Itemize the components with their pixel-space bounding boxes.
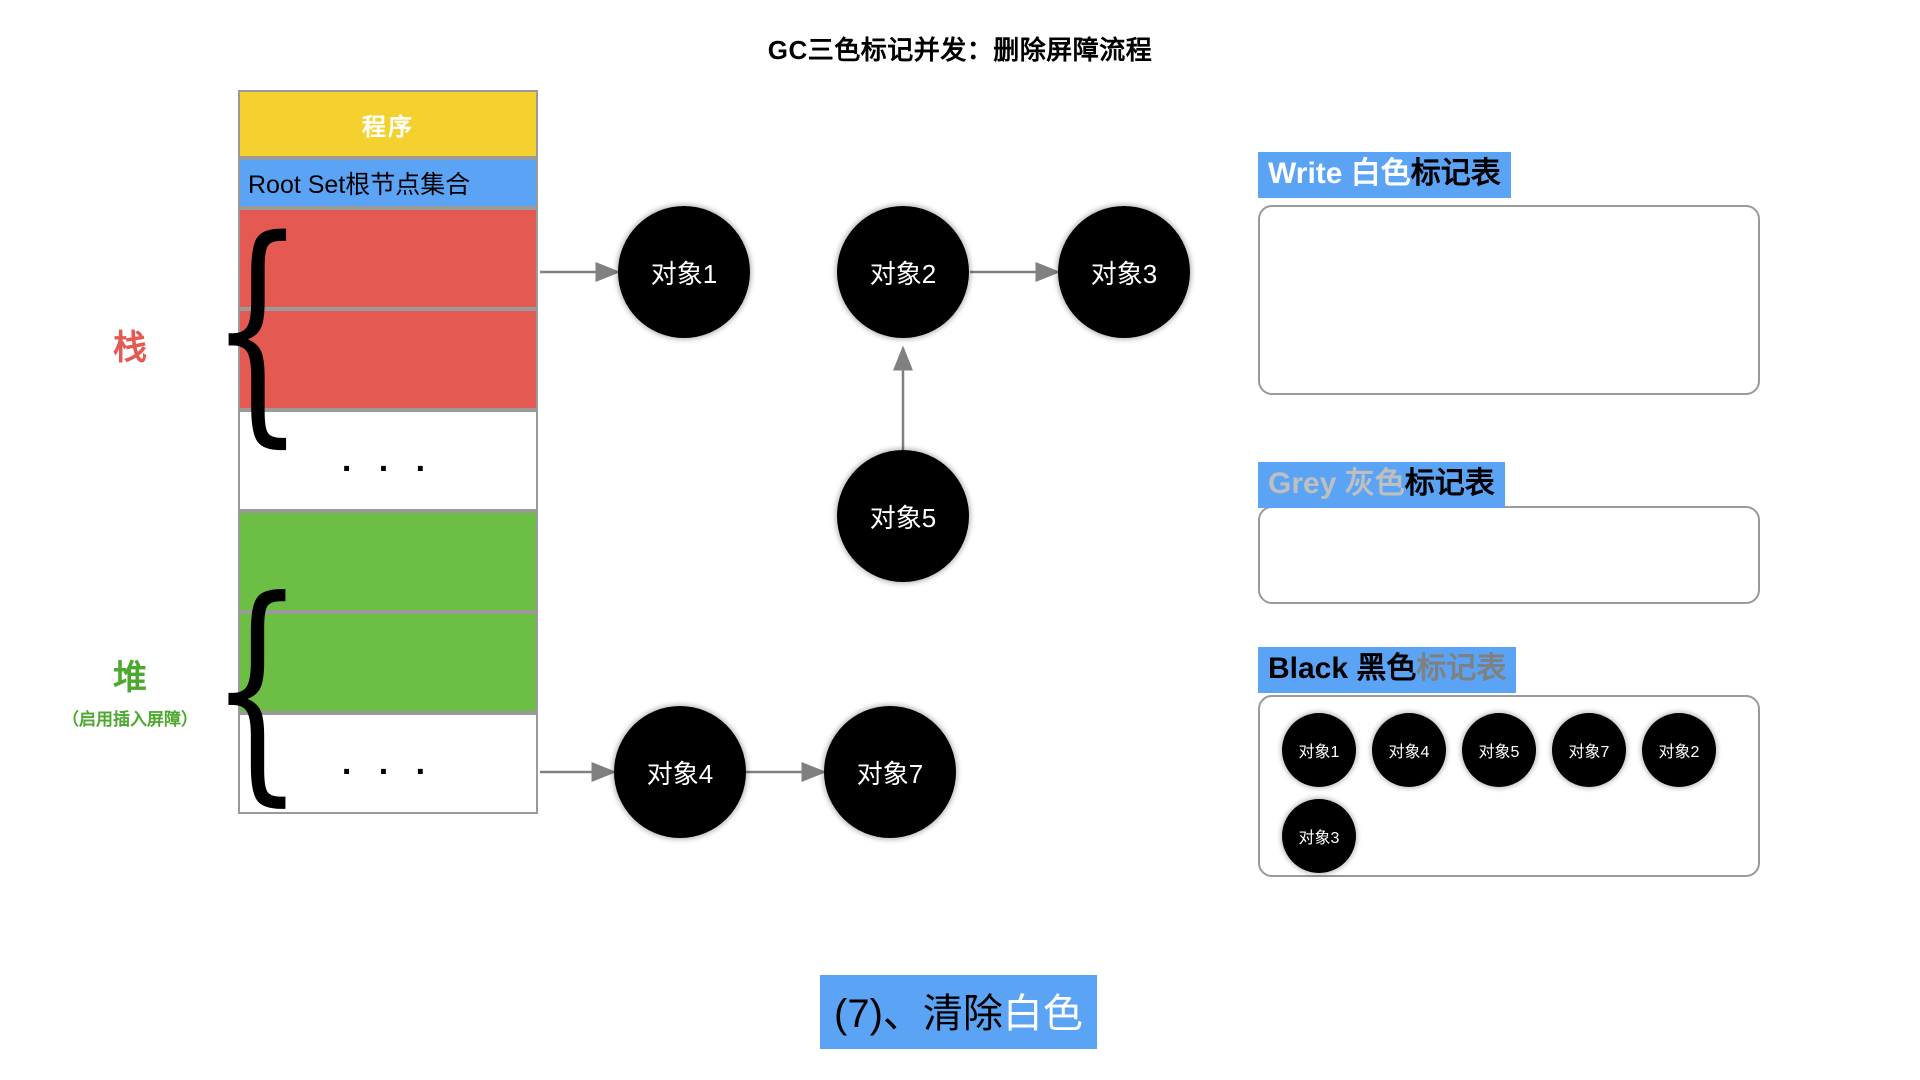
memory-block-heap-ellipsis: . . . [238, 713, 538, 814]
step-caption: (7)、清除白色 [820, 975, 1097, 1049]
memory-block-program: 程序 [238, 90, 538, 158]
mark-table-object-label: 对象1 [1298, 744, 1340, 761]
white-table-box [1258, 205, 1760, 395]
step-caption-text: (7)、清除 [834, 992, 1003, 1036]
stack-ellipsis-label: . . . [341, 441, 435, 479]
black-badge-en: Black 黑色 [1268, 652, 1417, 685]
object-node-obj5[interactable]: 对象5 [837, 450, 969, 582]
grey-badge-cn: 标记表 [1404, 467, 1495, 500]
mark-table-object-label: 对象2 [1658, 744, 1700, 761]
root-set-label: Root Set根节点集合 [248, 171, 471, 199]
memory-block-heap-slot-1 [238, 511, 538, 612]
mark-table-object[interactable]: 对象2 [1642, 713, 1716, 787]
mark-table-object[interactable]: 对象4 [1372, 713, 1446, 787]
page-title: GC三色标记并发：删除屏障流程 [767, 35, 1153, 65]
heap-ellipsis-label: . . . [341, 744, 435, 782]
program-label: 程序 [362, 113, 414, 141]
memory-block-stack-slot-2 [238, 309, 538, 410]
white-badge-cn: 标记表 [1410, 157, 1501, 190]
mark-table-object[interactable]: 对象5 [1462, 713, 1536, 787]
black-badge-cn: 标记表 [1416, 652, 1507, 685]
black-table-badge: Black 黑色标记表 [1258, 647, 1517, 693]
object-node-label: 对象1 [650, 258, 718, 289]
white-table-items [1282, 228, 1738, 376]
stack-brace-icon: { [210, 188, 305, 468]
mark-table-object-label: 对象3 [1298, 830, 1340, 847]
step-caption-highlight: 白色 [1002, 992, 1083, 1036]
mark-table-object-label: 对象4 [1388, 744, 1430, 761]
object-node-label: 对象4 [646, 758, 714, 789]
white-badge-en: Write 白色 [1268, 157, 1411, 190]
mark-table-object[interactable]: 对象3 [1282, 799, 1356, 873]
memory-block-heap-slot-2 [238, 612, 538, 713]
memory-block-stack-ellipsis: . . . [238, 410, 538, 511]
memory-block-root-set: Root Set根节点集合 [238, 158, 538, 208]
heap-region-sub: （启用插入屏障） [62, 710, 198, 729]
heap-region-main: 堆 [113, 659, 147, 697]
object-node-obj4[interactable]: 对象4 [614, 706, 746, 838]
grey-table-box [1258, 506, 1760, 604]
stack-region-label: 栈 [113, 329, 147, 367]
memory-column: 程序 Root Set根节点集合 . . . . . . [238, 90, 538, 814]
object-node-obj7[interactable]: 对象7 [824, 706, 956, 838]
object-node-label: 对象2 [869, 258, 937, 289]
heap-brace-icon: { [210, 550, 304, 827]
object-node-label: 对象5 [869, 502, 937, 533]
memory-block-stack-slot-1 [238, 208, 538, 309]
object-node-label: 对象3 [1090, 258, 1158, 289]
mark-table-object[interactable]: 对象7 [1552, 713, 1626, 787]
white-table-badge: Write 白色标记表 [1258, 152, 1511, 198]
mark-table-object-label: 对象5 [1478, 744, 1520, 761]
mark-table-object-label: 对象7 [1568, 744, 1610, 761]
mark-table-object[interactable]: 对象1 [1282, 713, 1356, 787]
grey-table-items [1282, 522, 1738, 588]
grey-table-badge: Grey 灰色标记表 [1258, 462, 1505, 508]
grey-badge-en: Grey 灰色 [1268, 467, 1405, 500]
black-table-items: 对象1 对象4 对象5 对象7 对象2 对象3 [1282, 713, 1744, 873]
object-node-obj1[interactable]: 对象1 [618, 206, 750, 338]
heap-region-label: 堆 （启用插入屏障） [20, 650, 240, 730]
object-node-obj2[interactable]: 对象2 [837, 206, 969, 338]
object-node-label: 对象7 [856, 758, 924, 789]
object-node-obj3[interactable]: 对象3 [1058, 206, 1190, 338]
